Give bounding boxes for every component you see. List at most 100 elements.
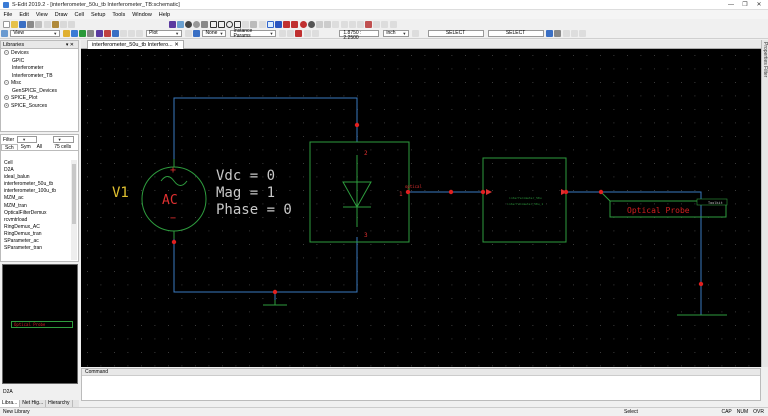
menu-window[interactable]: Window: [129, 12, 156, 18]
view-dropdown[interactable]: View▼: [10, 30, 60, 37]
expand-icon[interactable]: −: [4, 50, 9, 55]
list-item[interactable]: D2A: [1, 167, 71, 174]
close-icon[interactable]: ✕: [174, 42, 179, 48]
tree-item-interferometer[interactable]: Interferometer: [1, 65, 78, 73]
instance-icon[interactable]: [169, 21, 176, 28]
tab-libraries[interactable]: Libra...: [0, 400, 20, 407]
menu-draw[interactable]: Draw: [51, 12, 71, 18]
list-item[interactable]: SParameter_ac: [1, 238, 71, 245]
port-icon[interactable]: [177, 21, 184, 28]
menu-view[interactable]: View: [32, 12, 51, 18]
units-dropdown[interactable]: inch▼: [383, 30, 409, 37]
list-item[interactable]: interferometer_50u_tb: [1, 181, 71, 188]
grid-icon[interactable]: [279, 30, 286, 37]
lock-icon[interactable]: [554, 30, 561, 37]
list-item[interactable]: RingDemux_AC: [1, 224, 71, 231]
tree-item-spice-plot[interactable]: +SPICE_Plot: [1, 95, 78, 103]
line-icon[interactable]: [250, 21, 257, 28]
stop-icon[interactable]: [87, 30, 94, 37]
scrollbar-thumb[interactable]: [72, 164, 76, 224]
menu-cell[interactable]: Cell: [71, 12, 87, 18]
tab-hierarchy[interactable]: Hierarchy: [46, 400, 72, 407]
ruler-icon[interactable]: [412, 30, 419, 37]
tab-sym[interactable]: Sym: [18, 144, 34, 150]
expand-icon[interactable]: +: [4, 103, 9, 108]
pan-left-icon[interactable]: [341, 21, 348, 28]
bus-icon[interactable]: [259, 21, 266, 28]
label-red-icon[interactable]: [295, 30, 302, 37]
list-item[interactable]: rcvmtrload: [1, 217, 71, 224]
param-icon[interactable]: [128, 30, 135, 37]
tree-item-misc[interactable]: −Misc: [1, 80, 78, 88]
list-item[interactable]: OpticalFilterDemux: [1, 210, 71, 217]
circle-fill-icon[interactable]: [185, 21, 192, 28]
window-icon[interactable]: [390, 21, 397, 28]
expand-icon[interactable]: −: [4, 80, 9, 85]
close-button[interactable]: ✕: [752, 0, 766, 10]
save-icon[interactable]: [19, 21, 26, 28]
eye-icon[interactable]: [312, 30, 319, 37]
results-icon[interactable]: [112, 30, 119, 37]
cell-list-scrollbar[interactable]: [71, 160, 77, 260]
wire-select-icon[interactable]: [267, 21, 274, 28]
list-item[interactable]: SParameter_tran: [1, 245, 71, 252]
chart-icon[interactable]: [381, 21, 388, 28]
label-icon[interactable]: [304, 30, 311, 37]
document-tab[interactable]: interferometer_50u_tb Interfero... ✕: [87, 40, 184, 49]
list-item[interactable]: MZM_tran: [1, 203, 71, 210]
rectangle-icon[interactable]: [210, 21, 217, 28]
pan-icon[interactable]: [357, 21, 364, 28]
check-icon[interactable]: [373, 21, 380, 28]
paste-icon[interactable]: [52, 21, 59, 28]
simulate-icon[interactable]: [63, 30, 70, 37]
help-icon[interactable]: [579, 30, 586, 37]
expand-icon[interactable]: +: [4, 95, 9, 100]
zoom-in-icon[interactable]: [316, 21, 323, 28]
list-item[interactable]: interferometer_100u_tb: [1, 188, 71, 195]
minimize-button[interactable]: —: [724, 0, 738, 10]
undo-icon[interactable]: [60, 21, 67, 28]
snap-icon[interactable]: [287, 30, 294, 37]
none-dropdown[interactable]: None▼: [202, 30, 226, 37]
error-icon[interactable]: [365, 21, 372, 28]
pin-icon[interactable]: ▾ ✕: [66, 41, 74, 49]
list-item[interactable]: ideal_balun: [1, 174, 71, 181]
list-item[interactable]: MZM_ac: [1, 195, 71, 202]
circle-icon[interactable]: [226, 21, 233, 28]
menu-file[interactable]: File: [0, 12, 16, 18]
menu-edit[interactable]: Edit: [16, 12, 32, 18]
net-cap-icon[interactable]: [283, 21, 290, 28]
cut-icon[interactable]: [35, 21, 42, 28]
menu-setup[interactable]: Setup: [88, 12, 109, 18]
export-icon[interactable]: [571, 30, 578, 37]
maximize-button[interactable]: ❐: [738, 0, 752, 10]
text-icon[interactable]: [242, 21, 249, 28]
tree-item-interferometer-tb[interactable]: Interferometer_TB: [1, 73, 78, 81]
tab-sch[interactable]: Sch: [1, 144, 18, 150]
arc-icon[interactable]: [234, 21, 241, 28]
net-label-icon[interactable]: [291, 21, 298, 28]
properties-icon[interactable]: [193, 30, 200, 37]
save-all-icon[interactable]: [546, 30, 553, 37]
probe-wave-icon[interactable]: [104, 30, 111, 37]
netlist-icon[interactable]: [71, 30, 78, 37]
zoom-fit-icon[interactable]: [332, 21, 339, 28]
sphere-icon[interactable]: [193, 21, 200, 28]
copy-icon[interactable]: [44, 21, 51, 28]
probe-icon[interactable]: [300, 21, 307, 28]
list-item[interactable]: RingDemux_tran: [1, 231, 71, 238]
filter-input[interactable]: ▼: [17, 136, 36, 143]
run-icon[interactable]: [79, 30, 86, 37]
tree-item-genspice[interactable]: GenSPICE_Devices: [1, 88, 78, 96]
pan-right-icon[interactable]: [349, 21, 356, 28]
open-icon[interactable]: [11, 21, 18, 28]
filter-dropdown[interactable]: ▼: [53, 136, 74, 143]
print-icon[interactable]: [27, 21, 34, 28]
doc-icon[interactable]: [563, 30, 570, 37]
list-item[interactable]: Cell: [1, 160, 71, 167]
command-input[interactable]: [82, 376, 760, 400]
corner-icon[interactable]: [136, 30, 143, 37]
sweep-icon[interactable]: [120, 30, 127, 37]
arrow-icon[interactable]: [185, 30, 192, 37]
menu-help[interactable]: Help: [155, 12, 173, 18]
